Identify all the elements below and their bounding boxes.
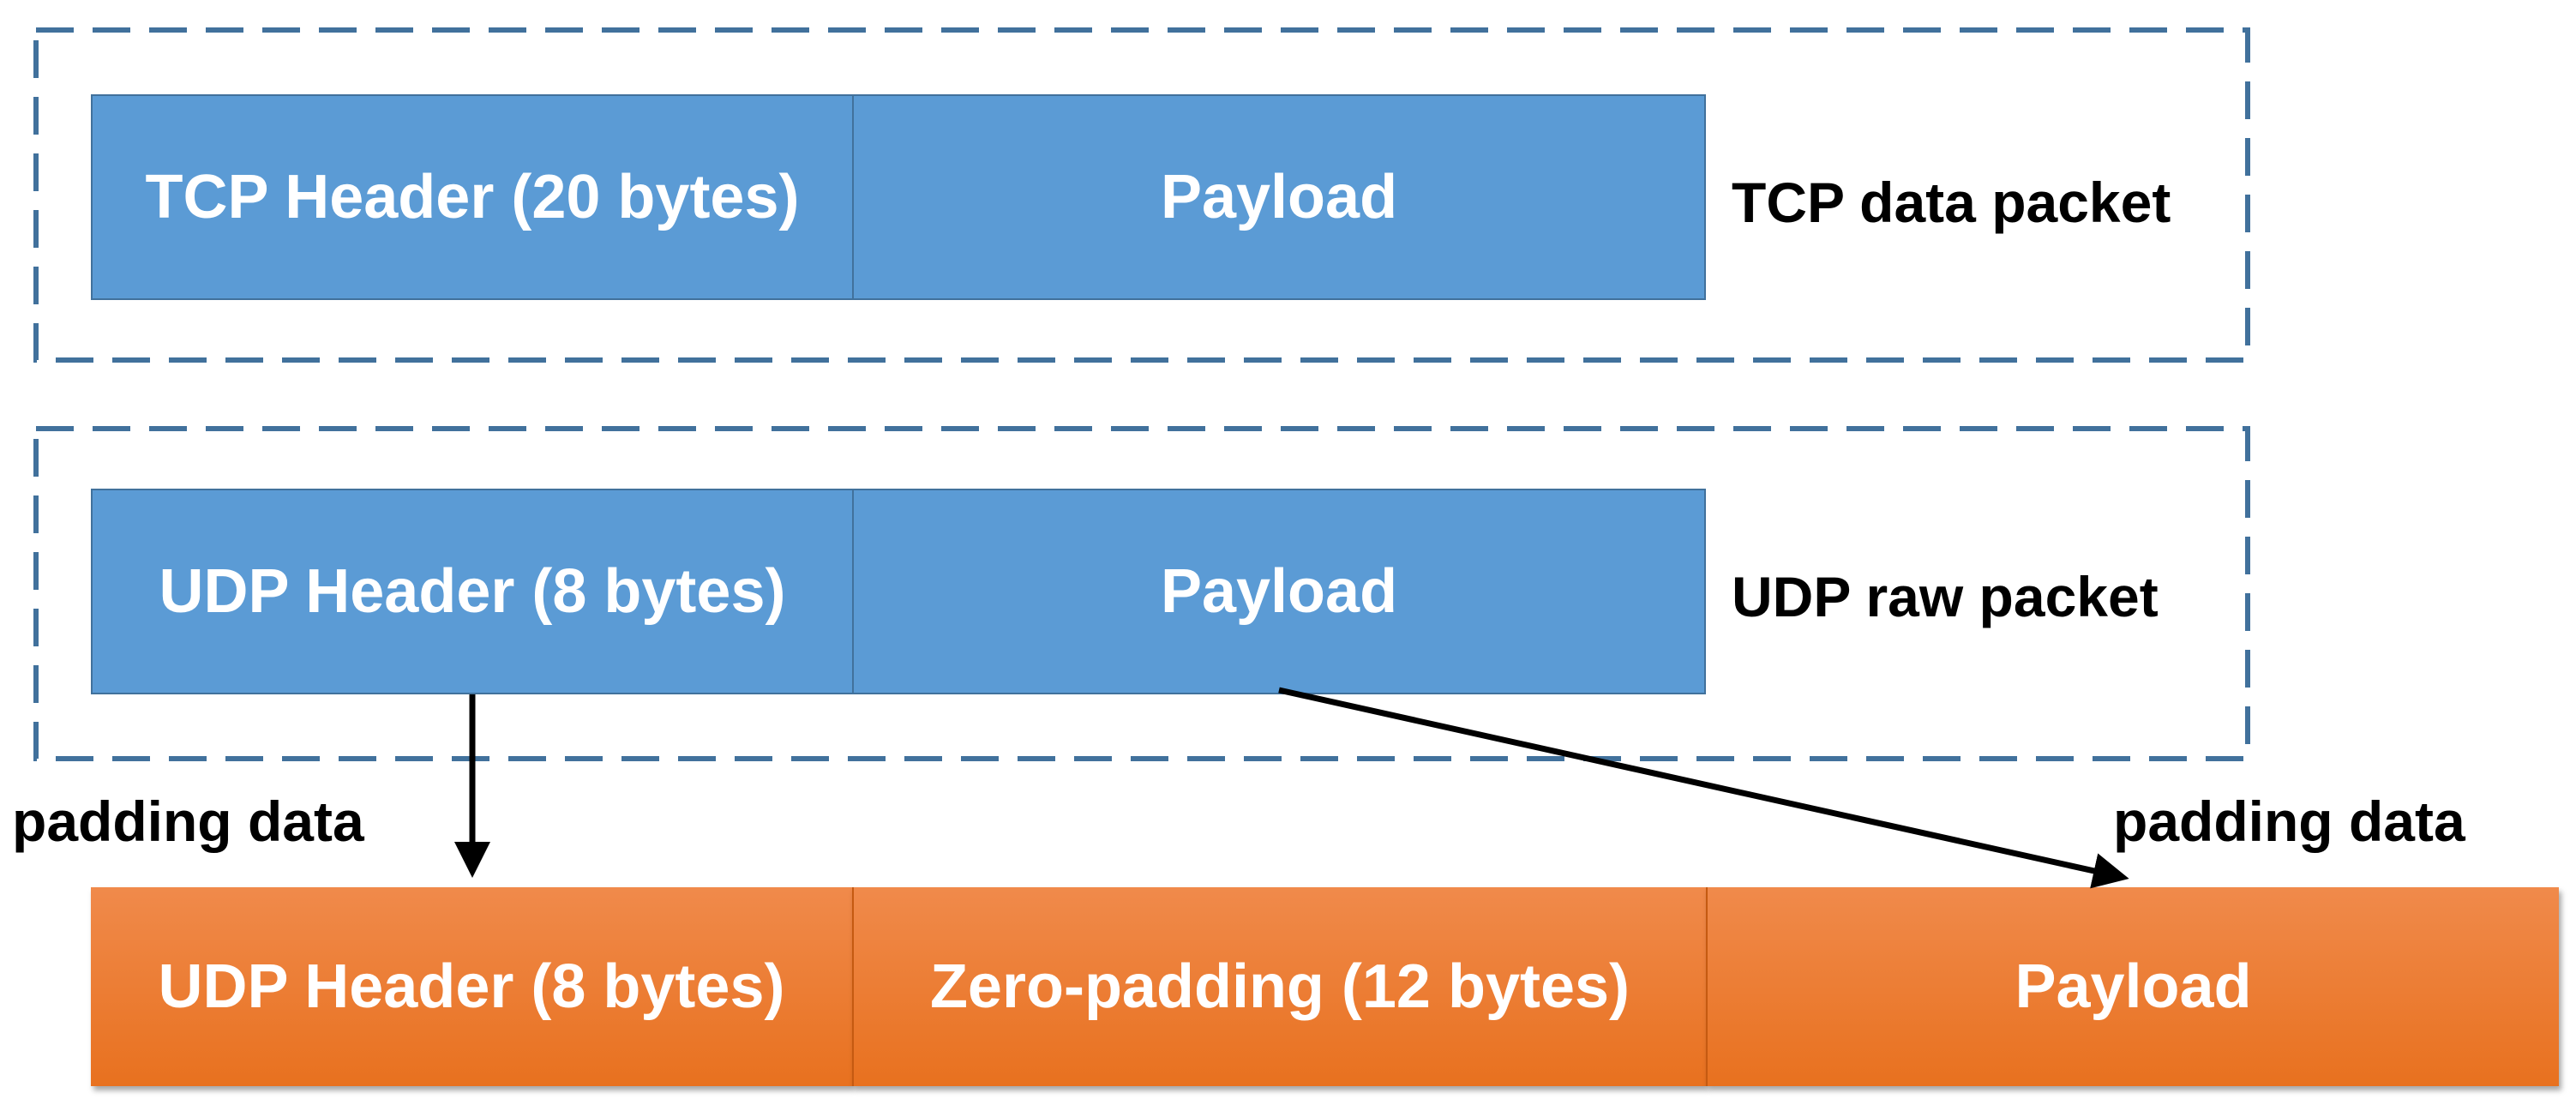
padded-payload-block: Payload [1706, 887, 2559, 1086]
udp-raw-payload-block: Payload [852, 489, 1706, 694]
udp-raw-packet-caption: UDP raw packet [1732, 565, 2159, 628]
tcp-payload-label: Payload [1160, 163, 1398, 231]
tcp-header-label: TCP Header (20 bytes) [145, 163, 800, 231]
tcp-header-block: TCP Header (20 bytes) [91, 94, 854, 300]
tcp-packet-caption: TCP data packet [1732, 171, 2171, 234]
left-padding-data-label: padding data [12, 790, 364, 853]
zero-padding-label: Zero-padding (12 bytes) [929, 952, 1630, 1021]
udp-raw-payload-label: Payload [1160, 557, 1398, 626]
zero-padding-block: Zero-padding (12 bytes) [852, 887, 1706, 1086]
padded-payload-label: Payload [2015, 952, 2252, 1021]
payload-to-payload-arrow [1278, 687, 2129, 889]
udp-raw-header-label: UDP Header (8 bytes) [159, 557, 786, 626]
padded-udp-header-block: UDP Header (8 bytes) [91, 887, 852, 1086]
udp-raw-header-block: UDP Header (8 bytes) [91, 489, 854, 694]
udp-group-dashed-border [33, 426, 2250, 761]
tcp-payload-block: Payload [852, 94, 1706, 300]
padded-udp-header-label: UDP Header (8 bytes) [158, 952, 785, 1021]
right-padding-data-label: padding data [2113, 790, 2465, 853]
tcp-group-dashed-border [33, 27, 2250, 363]
